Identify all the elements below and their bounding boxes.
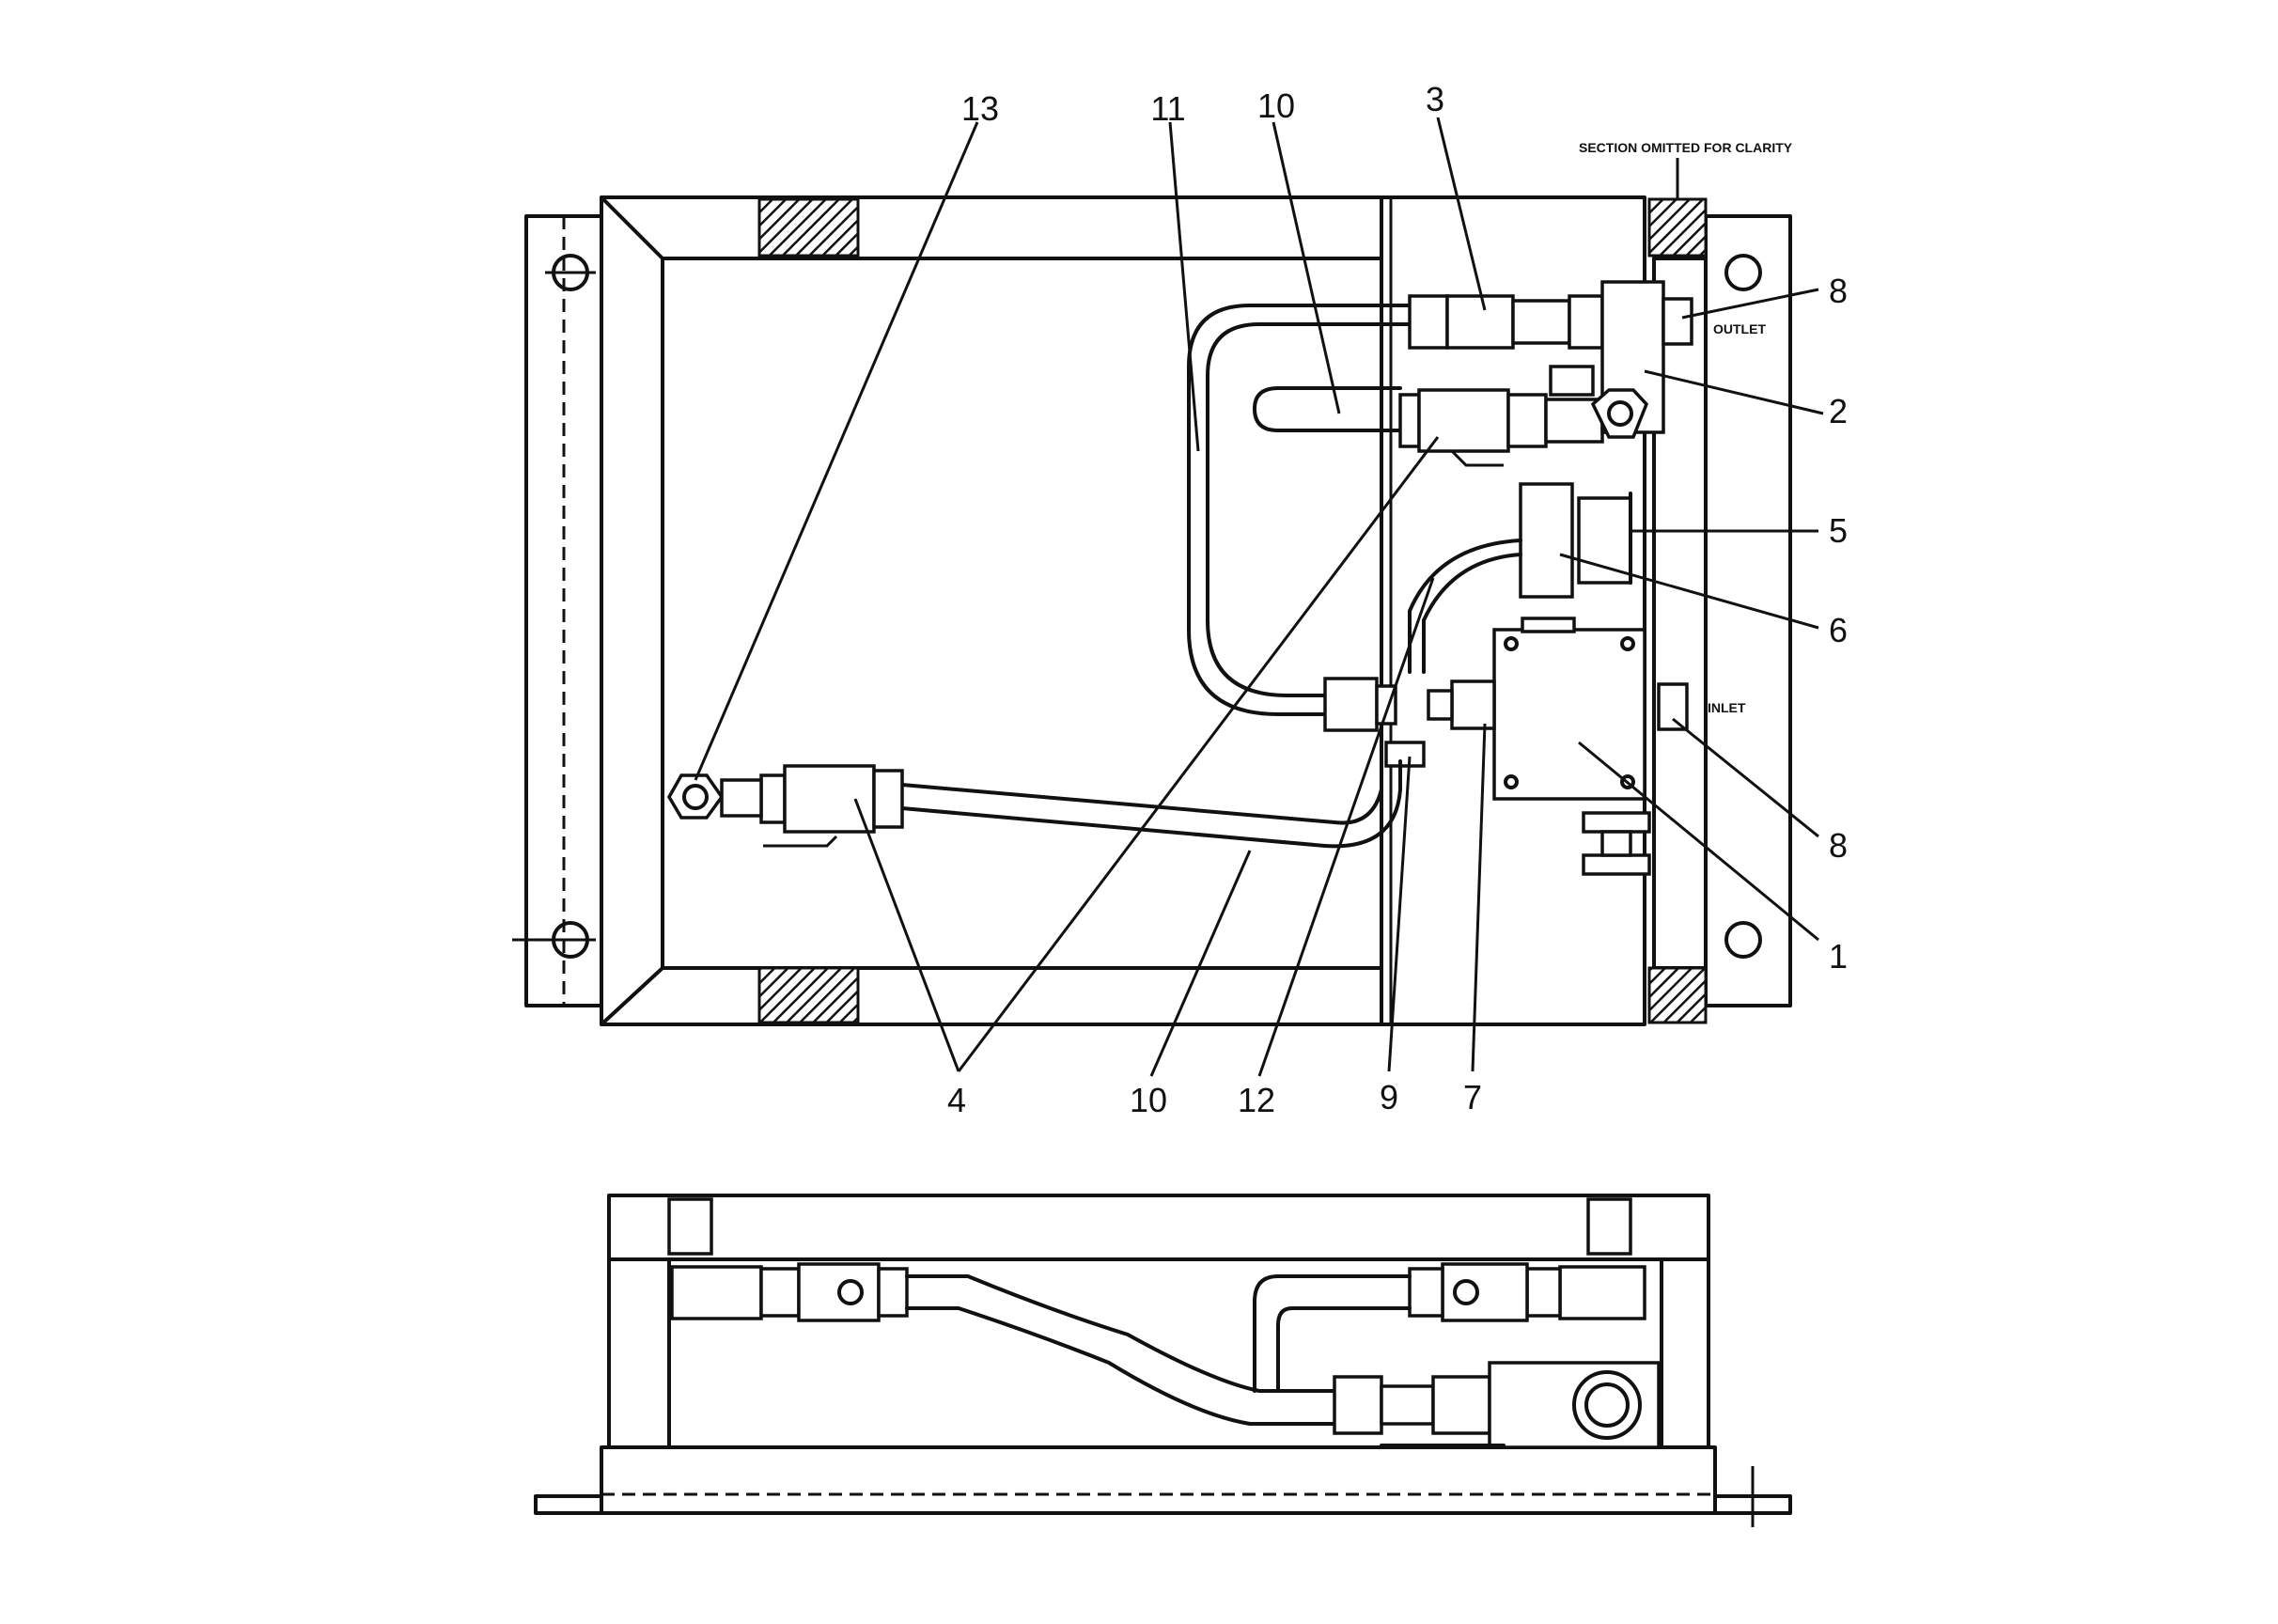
svg-text:INLET: INLET	[1708, 700, 1746, 715]
section-note: SECTION OMITTED FOR CLARITY	[1579, 140, 1793, 155]
leader-11	[1168, 121, 1200, 452]
side-right-block	[1558, 1265, 1646, 1320]
valve-4-upper	[1398, 388, 1604, 467]
callout-13: 13	[961, 89, 999, 128]
callout-6: 6	[1829, 611, 1848, 649]
hatched-section-top-right	[1647, 197, 1708, 258]
callout-8-bottom: 8	[1829, 826, 1848, 865]
pipe-10-upper	[1253, 386, 1402, 432]
pipe-11	[1187, 304, 1412, 716]
leader-lines	[694, 117, 1824, 1077]
side-view	[534, 1194, 1792, 1527]
mount-hole-top-right	[1724, 254, 1762, 291]
callout-10-bottom: 10	[1130, 1081, 1167, 1119]
callout-8-top: 8	[1829, 272, 1848, 310]
fitting-7	[1427, 679, 1496, 730]
fitting-9	[1384, 741, 1426, 768]
leader-6	[1559, 553, 1819, 630]
leader-4-b	[957, 436, 1440, 1072]
callout-3: 3	[1426, 80, 1444, 118]
side-top-rail	[607, 1194, 1710, 1261]
valve-4-lower	[759, 764, 904, 848]
callout-9: 9	[1380, 1078, 1398, 1116]
leader-1	[1578, 741, 1819, 942]
mount-hole-top-left	[545, 254, 596, 291]
leader-9	[1387, 756, 1412, 1072]
callout-2: 2	[1829, 392, 1848, 430]
leader-13	[694, 121, 979, 781]
leader-10-bottom	[1149, 850, 1252, 1077]
callout-1: 1	[1829, 937, 1848, 976]
leader-7	[1471, 723, 1487, 1072]
side-base-foot-left	[534, 1494, 603, 1515]
hatched-section-top-left	[757, 197, 860, 258]
side-left-block	[670, 1265, 763, 1320]
elbow-fitting-13	[666, 773, 763, 820]
callout-11: 11	[1150, 89, 1185, 128]
side-pipe-loop	[1253, 1274, 1412, 1393]
main-frame-outer	[600, 195, 1646, 1026]
pressure-switch-5-6	[1519, 482, 1632, 599]
callout-12: 12	[1238, 1081, 1275, 1119]
fitting-8-inlet: INLET	[1657, 682, 1746, 731]
fitting-lower-left-of-block	[1323, 677, 1397, 732]
svg-text:OUTLET: OUTLET	[1713, 321, 1766, 336]
plan-view: SECTION OMITTED FOR CLARITY	[512, 140, 1793, 1026]
callouts: 13 11 10 3 8 2 5 6 8 1 4 10 12 9 7	[947, 80, 1848, 1119]
leader-10-top	[1272, 121, 1341, 414]
manifold-2	[1549, 280, 1665, 439]
callout-4: 4	[947, 1081, 966, 1119]
hatched-section-bottom-left	[757, 966, 860, 1024]
side-base-foot-right	[1713, 1466, 1792, 1527]
main-frame-inner	[661, 257, 1383, 970]
leader-12	[1257, 577, 1435, 1077]
leader-4-a	[853, 798, 960, 1072]
leader-8-top	[1681, 288, 1819, 320]
callout-5: 5	[1829, 511, 1848, 550]
right-mounting-flange	[1704, 214, 1792, 1007]
callout-7: 7	[1463, 1078, 1482, 1116]
leader-3	[1436, 117, 1487, 311]
mount-hole-bottom-left	[512, 921, 596, 959]
filter-block-1	[1492, 617, 1651, 876]
hatched-section-bottom-right	[1647, 966, 1708, 1024]
fitting-3	[1408, 294, 1604, 350]
leader-8-bottom	[1672, 717, 1819, 838]
hose-12	[1408, 539, 1522, 674]
mount-hole-bottom-right	[1724, 921, 1762, 959]
leader-2	[1644, 369, 1824, 415]
side-pipe-long	[905, 1274, 1336, 1393]
fitting-8-outlet: OUTLET	[1662, 297, 1766, 346]
side-base	[600, 1445, 1717, 1515]
callout-10-top: 10	[1257, 86, 1295, 125]
pipe-10-lower	[900, 750, 1383, 825]
